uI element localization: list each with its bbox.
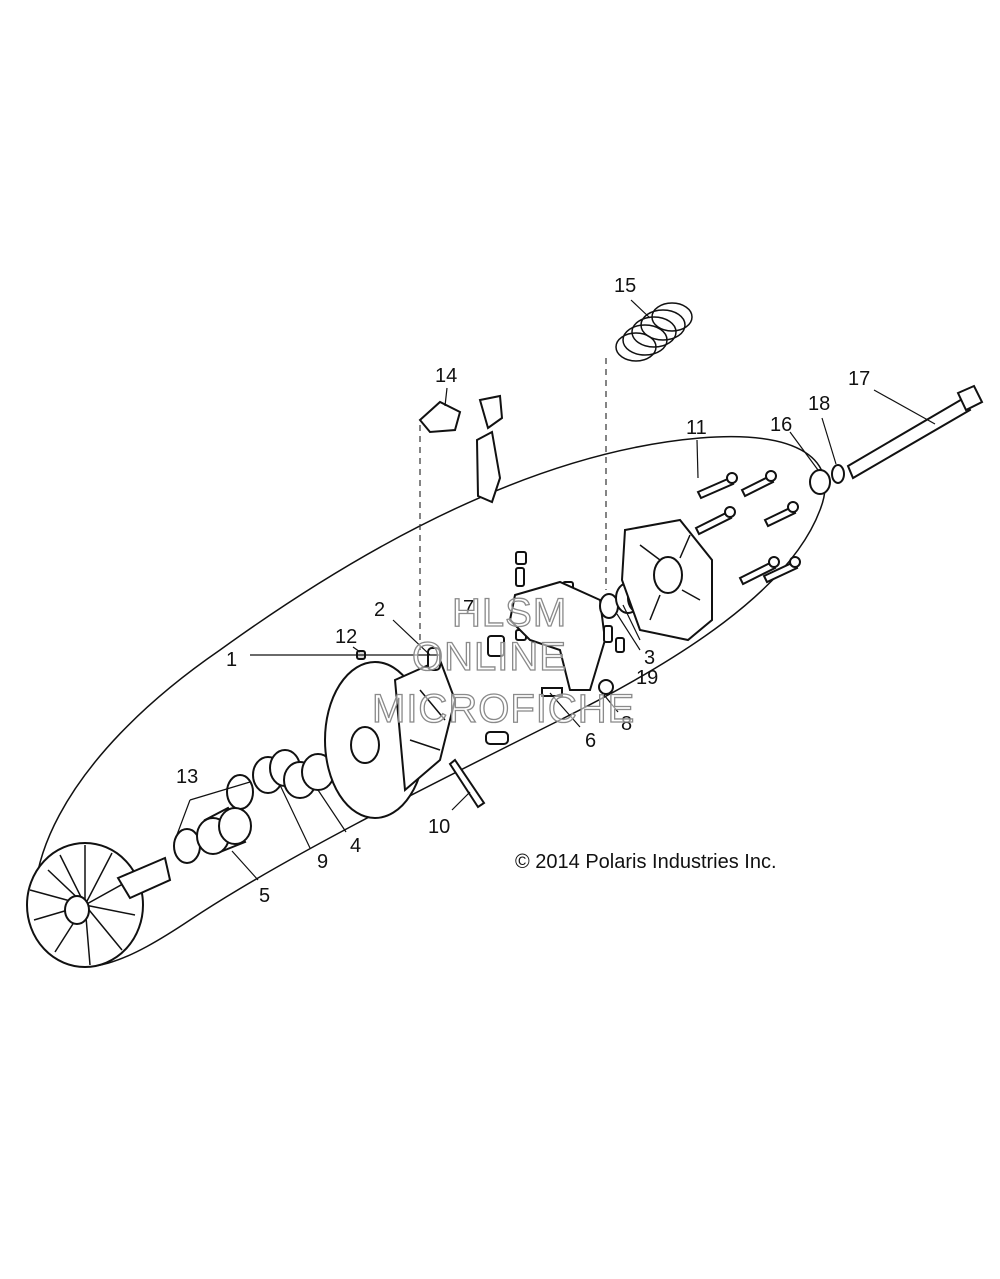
callout-6: 6	[585, 730, 596, 752]
shift-weights	[418, 394, 504, 504]
spider	[508, 580, 614, 697]
callout-8: 8	[621, 713, 632, 735]
callout-15: 15	[614, 275, 636, 297]
callout-3: 3	[644, 647, 655, 669]
watermark-line-2: ONLINE	[412, 635, 567, 679]
callout-4: 4	[350, 835, 361, 857]
callout-10: 10	[428, 816, 450, 838]
callout-7: 7	[463, 597, 474, 619]
callout-1: 1	[226, 649, 237, 671]
callout-5: 5	[259, 885, 270, 907]
o-ring-right	[226, 774, 254, 810]
watermark-line-1: HLSM	[452, 591, 567, 635]
copyright-notice: © 2014 Polaris Industries Inc.	[515, 851, 777, 873]
callout-17: 17	[848, 368, 870, 390]
leader-lines	[174, 299, 936, 881]
center-bolt	[846, 384, 984, 480]
clutch-cover	[620, 518, 713, 642]
bushing	[196, 806, 252, 855]
callout-14: 14	[435, 365, 457, 387]
moveable-sheave	[324, 658, 457, 819]
watermark: HLSM ONLINE MICROFICHE	[371, 590, 635, 731]
cover-bolts	[694, 470, 801, 586]
fixed-sheave	[26, 842, 172, 968]
callout-9: 9	[317, 851, 328, 873]
callout-19: 19	[636, 667, 658, 689]
roller-pin	[427, 647, 509, 745]
watermark-line-3: MICROFICHE	[372, 687, 635, 731]
spring	[615, 302, 693, 362]
callout-16: 16	[770, 414, 792, 436]
callout-2: 2	[374, 599, 385, 621]
callout-13: 13	[176, 766, 198, 788]
roller-assembly	[487, 551, 574, 657]
callout-12: 12	[335, 626, 357, 648]
washer-18	[831, 464, 845, 484]
washer-16	[809, 469, 831, 495]
pin	[448, 758, 486, 809]
callout-11: 11	[686, 417, 707, 439]
callout-18: 18	[808, 393, 830, 415]
